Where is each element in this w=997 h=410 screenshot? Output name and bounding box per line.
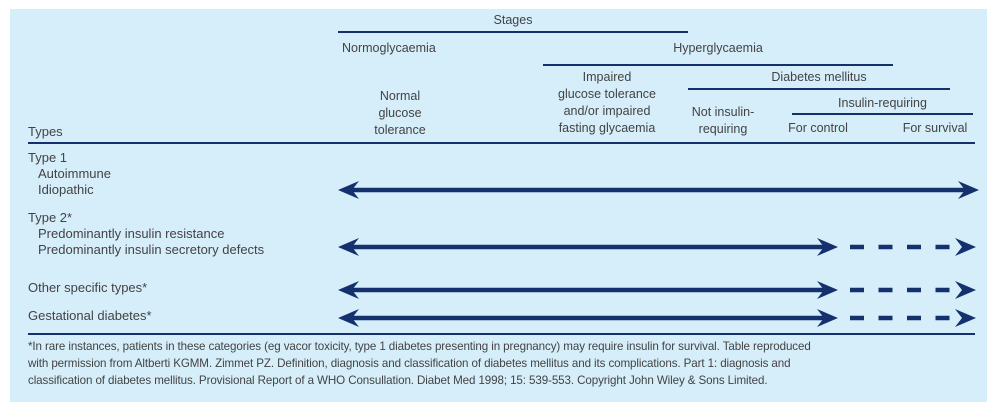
hyperglycaemia-underline	[543, 64, 893, 66]
table-panel	[10, 9, 987, 402]
row-type1-label: Type 1	[28, 150, 68, 165]
igt-header: Impaired glucose tolerance and/or impair…	[558, 70, 656, 135]
diabetes-mellitus-underline	[688, 88, 950, 90]
diabetes-mellitus-header: Diabetes mellitus	[771, 70, 867, 84]
row-gestational-label: Gestational diabetes*	[28, 308, 152, 323]
row-type1-subitem: Idiopathic	[38, 182, 94, 197]
arrow-type1-solid	[338, 181, 979, 199]
header-rule	[28, 142, 975, 144]
arrow-type2-solid-dashed	[338, 238, 976, 256]
insulin-requiring-header: Insulin-requiring	[838, 96, 927, 110]
not-insulin-requiring-header: Not insulin- requiring	[691, 105, 755, 136]
footnote-line: *In rare instances, patients in these ca…	[28, 340, 811, 353]
normal-glucose-header: Normal glucose tolerance	[374, 89, 426, 137]
row-other-label: Other specific types*	[28, 280, 148, 295]
for-control-header: For control	[788, 121, 848, 135]
row-type2-label: Type 2*	[28, 210, 73, 225]
row-type2-subitem: Predominantly insulin secretory defects	[38, 242, 265, 257]
arrow-gestational-solid-dashed	[338, 309, 976, 327]
row-type2-subitem: Predominantly insulin resistance	[38, 226, 225, 241]
footnote-line: classification of diabetes mellitus. Pro…	[28, 374, 768, 387]
footnote-line: with permission from Altberti KGMM. Zimm…	[28, 357, 791, 370]
insulin-requiring-underline	[792, 113, 973, 115]
footnote-rule	[28, 333, 975, 335]
arrow-other-solid-dashed	[338, 281, 976, 299]
for-survival-header: For survival	[902, 121, 968, 135]
stages-underline	[338, 31, 688, 33]
types-header: Types	[28, 124, 63, 139]
stages-header: Stages	[493, 13, 533, 27]
hyperglycaemia-header: Hyperglycaemia	[673, 41, 763, 55]
row-type1-subitem: Autoimmune	[38, 166, 111, 181]
normoglycaemia-header: Normoglycaemia	[342, 41, 436, 55]
